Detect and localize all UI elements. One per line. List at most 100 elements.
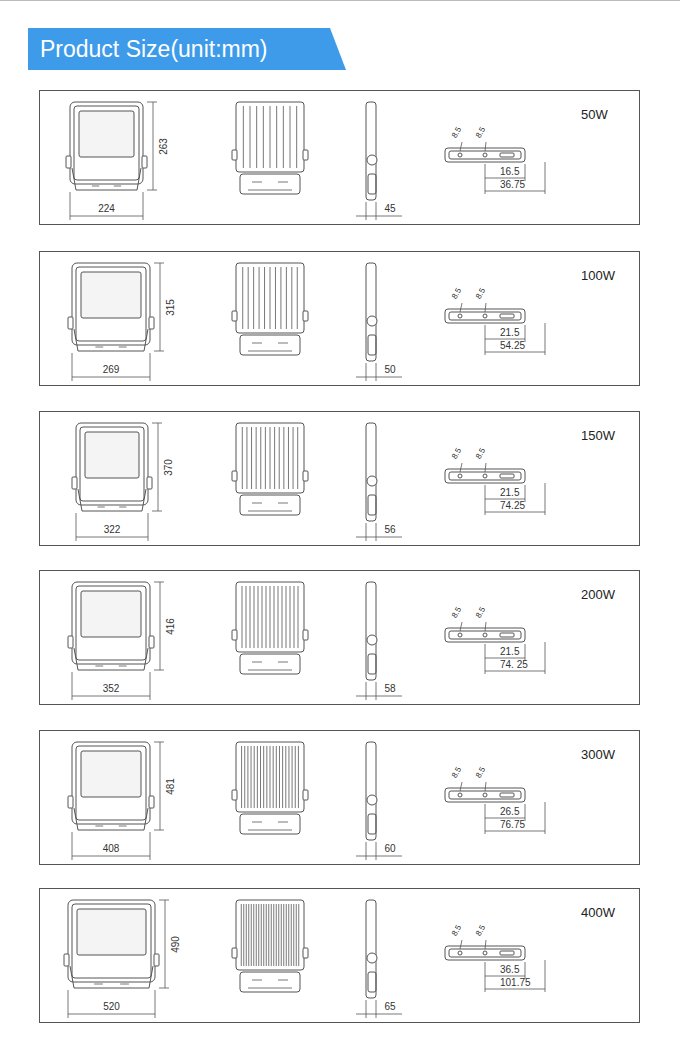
back-body — [236, 900, 304, 970]
bracket-hole — [483, 793, 487, 797]
dimension-value: 520 — [103, 1001, 120, 1012]
extension-line — [485, 485, 486, 515]
cooling-fin — [266, 746, 267, 808]
dimension-line — [356, 856, 402, 857]
back-body — [236, 423, 304, 493]
cooling-fin — [295, 746, 296, 808]
dimension-value: 45 — [384, 203, 395, 214]
dimension-line — [485, 989, 545, 990]
cooling-fin — [276, 106, 277, 168]
cooling-fin — [286, 267, 287, 329]
extension-line — [376, 363, 377, 381]
dimension-line — [76, 537, 148, 538]
dimension-value: 76.75 — [500, 819, 525, 830]
leader-line — [485, 782, 486, 791]
cooling-fin — [248, 904, 249, 966]
dimension-value: 60 — [384, 843, 395, 854]
dimension-line — [356, 696, 402, 697]
cooling-fin — [278, 586, 279, 648]
extension-line — [154, 742, 164, 743]
dimension-value: 36.75 — [500, 179, 525, 190]
cooling-fin — [273, 746, 274, 808]
extension-line — [485, 644, 486, 674]
front-bracket — [78, 489, 146, 511]
back-body — [236, 582, 304, 652]
extension-line — [154, 263, 164, 264]
cooling-fin — [275, 267, 276, 329]
bracket-lug — [68, 796, 73, 808]
leader-line — [485, 463, 486, 472]
bracket-lug — [303, 471, 308, 481]
cooling-fin — [270, 267, 271, 329]
dimension-line — [72, 696, 150, 697]
dimension-line — [160, 582, 161, 670]
dimension-line — [485, 831, 545, 832]
side-body — [366, 582, 376, 680]
dimension-line — [356, 216, 402, 217]
front-body — [72, 742, 150, 824]
bracket-slot — [248, 511, 292, 512]
bracket-detail-inner — [449, 949, 521, 957]
cooling-fin — [253, 267, 254, 329]
dimension-value: 21.5 — [500, 646, 519, 657]
cooling-fin — [282, 746, 283, 808]
bracket-slot — [120, 984, 129, 985]
cooling-fin — [261, 904, 262, 966]
bracket-lug — [68, 317, 73, 329]
dimension-value: 21.5 — [500, 327, 519, 338]
dimension-value: 263 — [158, 138, 169, 155]
front-screen — [85, 432, 139, 478]
bracket-slot — [95, 666, 103, 667]
leader-line — [485, 142, 486, 151]
dimension-line — [356, 1014, 402, 1015]
side-knob — [367, 635, 377, 645]
dimension-line — [160, 263, 161, 351]
bracket-lug — [232, 471, 237, 481]
cooling-fin — [258, 586, 259, 648]
dimension-value: 315 — [165, 299, 176, 316]
side-body — [366, 263, 376, 361]
bracket-lug — [64, 954, 69, 966]
bracket-lug — [303, 948, 308, 958]
extension-line — [152, 511, 162, 512]
cooling-fin — [288, 746, 289, 808]
dimension-value: 21.5 — [500, 487, 519, 498]
extension-line — [525, 325, 526, 342]
extension-line — [366, 682, 367, 700]
bracket-slot — [92, 186, 99, 187]
cooling-fin — [270, 746, 271, 808]
front-body — [70, 102, 143, 184]
bracket-slot — [278, 182, 288, 183]
cooling-fin — [254, 586, 255, 648]
bracket-slot — [278, 662, 288, 663]
bracket-lug — [66, 156, 71, 168]
dimension-line — [485, 191, 545, 192]
back-bracket — [240, 814, 300, 834]
hole-diameter: 8.5 — [450, 446, 463, 460]
bracket-slot — [500, 153, 514, 157]
bracket-detail-inner — [449, 791, 521, 799]
bracket-slot — [278, 822, 288, 823]
cooling-fin — [270, 427, 271, 489]
bracket-lug — [303, 150, 308, 160]
bracket-detail-inner — [449, 472, 521, 480]
dimension-value: 16.5 — [500, 166, 519, 177]
side-bracket — [368, 654, 376, 674]
bracket-slot — [500, 314, 514, 318]
dimension-value: 481 — [165, 778, 176, 795]
bracket-lug — [149, 317, 154, 329]
dimension-line — [72, 377, 150, 378]
side-knob — [367, 795, 377, 805]
cooling-fin — [297, 427, 298, 489]
bracket-slot — [248, 830, 292, 831]
dimension-value: 56 — [384, 524, 395, 535]
cooling-fin — [273, 904, 274, 966]
bracket-slot — [500, 474, 514, 478]
cooling-fin — [263, 904, 264, 966]
hole-diameter: 8.5 — [474, 605, 487, 619]
cooling-fin — [290, 586, 291, 648]
cooling-fin — [268, 904, 269, 966]
bracket-slot — [98, 507, 105, 508]
leader-line — [485, 303, 486, 312]
